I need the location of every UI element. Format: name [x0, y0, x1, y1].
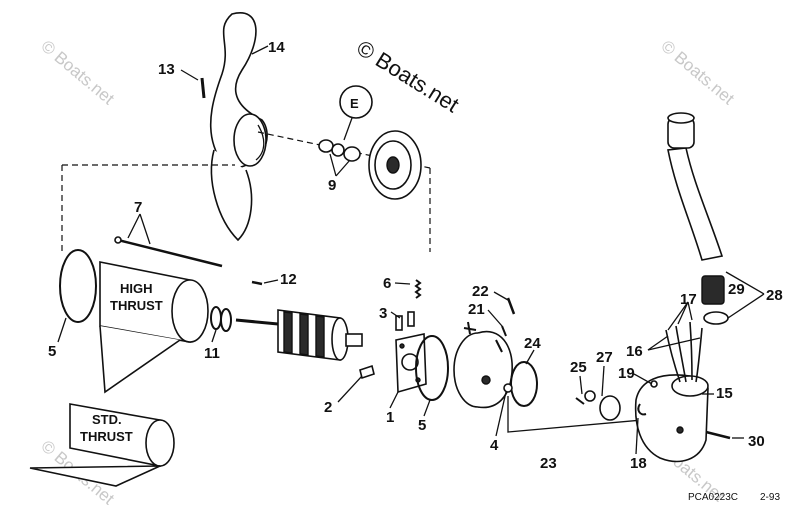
screw — [359, 364, 375, 380]
callout-25: 25 — [570, 359, 587, 376]
figure-date: 2-93 — [760, 492, 780, 503]
pin — [200, 77, 206, 99]
clip — [637, 403, 647, 416]
callout-3: 3 — [379, 305, 387, 322]
callout-5: 5 — [418, 417, 426, 434]
o-ring — [59, 249, 97, 323]
screw — [705, 430, 731, 440]
svg-text:THRUST: THRUST — [80, 429, 133, 444]
callout-29: 29 — [728, 281, 745, 298]
figure-code: PCA0223C — [688, 492, 738, 503]
prop-hub — [368, 130, 422, 200]
pin — [251, 280, 263, 286]
seal-parts — [575, 390, 621, 421]
o-ring-pair — [210, 306, 232, 332]
nut-set — [318, 139, 361, 162]
callout-12: 12 — [280, 271, 297, 288]
watermark: © Boats.net — [657, 37, 738, 109]
callout-4: 4 — [490, 437, 499, 454]
shaft-tube — [667, 112, 724, 261]
spring — [701, 275, 729, 325]
callout-16: 16 — [626, 343, 643, 360]
symbol-e-icon: E — [339, 85, 373, 119]
nut — [503, 383, 513, 393]
shaft-housing — [634, 374, 709, 463]
callout-13: 13 — [158, 61, 175, 78]
svg-text:THRUST: THRUST — [110, 298, 163, 313]
armature — [235, 309, 363, 361]
lead-wires — [463, 297, 516, 353]
svg-text:HIGH: HIGH — [120, 281, 153, 296]
thru-bolt — [117, 238, 223, 268]
callout-14: 14 — [268, 39, 285, 56]
callout-1: 1 — [386, 409, 394, 426]
brush-spring — [414, 279, 422, 299]
callout-15: 15 — [716, 385, 733, 402]
callout-9: 9 — [328, 177, 336, 194]
end-cap — [453, 330, 513, 409]
callout-17: 17 — [680, 291, 697, 308]
callout-28: 28 — [766, 287, 783, 304]
callout-labels: 13 14 9 7 12 6 3 22 21 24 5 11 2 1 5 4 2… — [48, 39, 783, 472]
svg-text:STD.: STD. — [92, 412, 122, 427]
callout-19: 19 — [618, 365, 635, 382]
callout-24: 24 — [524, 335, 541, 352]
callout-22: 22 — [472, 283, 489, 300]
callout-5: 5 — [48, 343, 56, 360]
callout-23: 23 — [540, 455, 557, 472]
leader-lines — [57, 45, 765, 455]
callout-2: 2 — [324, 399, 332, 416]
callout-27: 27 — [596, 349, 613, 366]
callout-11: 11 — [204, 345, 220, 362]
bracket-line — [507, 396, 643, 433]
callout-7: 7 — [134, 199, 142, 216]
callout-30: 30 — [748, 433, 765, 450]
o-ring — [415, 335, 449, 401]
o-ring — [510, 361, 538, 407]
brushes — [395, 311, 415, 331]
callout-6: 6 — [383, 275, 391, 292]
svg-text:E: E — [350, 96, 359, 111]
callout-18: 18 — [630, 455, 647, 472]
cable-bundle — [665, 321, 703, 383]
propeller — [209, 12, 268, 242]
watermark: © Boats.net — [37, 37, 118, 109]
callout-21: 21 — [468, 301, 485, 318]
high-thrust-housing: HIGH THRUST — [99, 261, 209, 394]
assembly-guide-line — [61, 131, 431, 255]
std-thrust-housing: STD. THRUST — [29, 403, 175, 487]
